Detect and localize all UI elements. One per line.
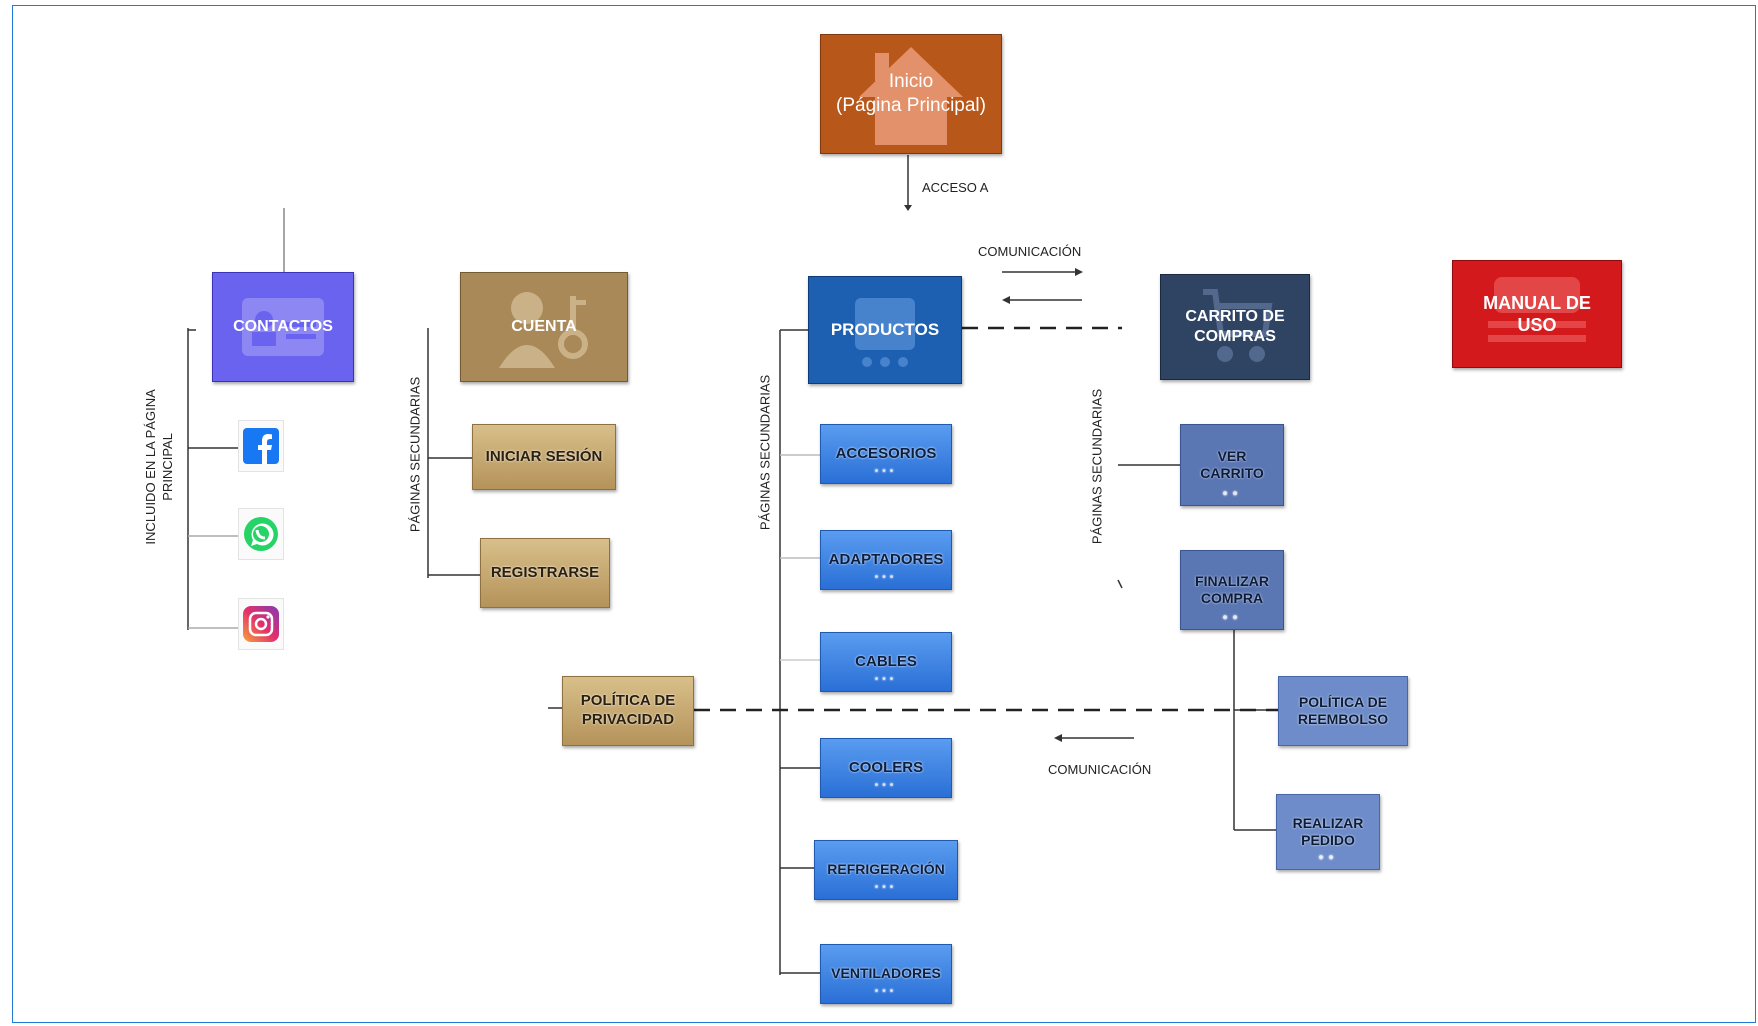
- inicio-subtitle: (Página Principal): [836, 95, 986, 116]
- finalizar-compra-label: FINALIZAR COMPRA: [1195, 572, 1269, 607]
- incluido-label: INCLUIDO EN LA PÁGINA PRINCIPAL: [143, 389, 175, 545]
- house-icon: [859, 47, 963, 145]
- adaptadores-label: ADAPTADORES: [828, 550, 944, 568]
- politica-privacidad-label: POLÍTICA DE PRIVACIDAD: [580, 692, 676, 728]
- instagram-tile[interactable]: [238, 598, 284, 650]
- manual-icon: [1488, 277, 1586, 342]
- accesorios-label: ACCESORIOS: [835, 444, 937, 462]
- realizar-pedido-node: REALIZAR PEDIDO ●●: [1276, 794, 1380, 870]
- politica-privacidad-node: POLÍTICA DE PRIVACIDAD: [562, 676, 694, 746]
- paginas-secundarias-carrito-label: PÁGINAS SECUNDARIAS: [1089, 388, 1105, 545]
- manual-node: MANUAL DE USO: [1452, 260, 1622, 368]
- accesorios-node: ACCESORIOS •••: [820, 424, 952, 484]
- paginas-secundarias-cuenta-label: PÁGINAS SECUNDARIAS: [407, 376, 423, 533]
- coolers-label: COOLERS: [848, 758, 924, 776]
- politica-reembolso-node: POLÍTICA DE REEMBOLSO: [1278, 676, 1408, 746]
- cuenta-label: CUENTA: [511, 318, 577, 335]
- coolers-node: COOLERS •••: [820, 738, 952, 798]
- ventiladores-node: VENTILADORES •••: [820, 944, 952, 1004]
- ventiladores-label: VENTILADORES: [831, 965, 941, 982]
- cuenta-node: CUENTA: [460, 272, 628, 382]
- realizar-pedido-label: REALIZAR PEDIDO: [1292, 814, 1364, 849]
- facebook-icon: [243, 428, 279, 464]
- refrigeracion-label: REFRIGERACIÓN: [827, 861, 945, 878]
- politica-reembolso-label: POLÍTICA DE REEMBOLSO: [1297, 693, 1389, 728]
- user-key-icon: [499, 292, 588, 368]
- iniciar-sesion-label: INICIAR SESIÓN: [485, 447, 603, 465]
- facebook-tile[interactable]: [238, 420, 284, 472]
- whatsapp-icon: [244, 517, 278, 551]
- acceso-label: ACCESO A: [922, 180, 989, 195]
- registrarse-node: REGISTRARSE: [480, 538, 610, 608]
- refrigeracion-node: REFRIGERACIÓN •••: [814, 840, 958, 900]
- carrito-node: CARRITO DE COMPRAS: [1160, 274, 1310, 380]
- instagram-icon: [243, 606, 279, 642]
- carrito-label: CARRITO DE COMPRAS: [1185, 308, 1285, 345]
- diagram-frame: [12, 5, 1756, 1023]
- manual-label: MANUAL DE USO: [1483, 292, 1591, 336]
- contactos-label: CONTACTOS: [233, 318, 333, 335]
- ver-carrito-label: VER CARRITO: [1200, 447, 1264, 482]
- productos-label: PRODUCTOS: [830, 320, 940, 340]
- box-icon: [855, 298, 915, 367]
- paginas-secundarias-productos-label: PÁGINAS SECUNDARIAS: [757, 374, 773, 531]
- comunicacion-top-label: COMUNICACIÓN: [978, 244, 1082, 259]
- cables-label: CABLES: [855, 652, 917, 670]
- comunicacion-bottom-label: COMUNICACIÓN: [1048, 762, 1152, 777]
- iniciar-sesion-node: INICIAR SESIÓN: [472, 424, 616, 490]
- inicio-title: Inicio: [888, 71, 934, 93]
- productos-node: PRODUCTOS: [808, 276, 962, 384]
- cables-node: CABLES •••: [820, 632, 952, 692]
- ver-carrito-node: VER CARRITO ●●: [1180, 424, 1284, 506]
- inicio-node: Inicio (Página Principal): [820, 34, 1002, 154]
- whatsapp-tile[interactable]: [238, 508, 284, 560]
- registrarse-label: REGISTRARSE: [490, 563, 600, 581]
- finalizar-compra-node: FINALIZAR COMPRA ●●: [1180, 550, 1284, 630]
- cart-icon: [1203, 289, 1273, 362]
- contact-card-icon: [242, 298, 324, 356]
- contactos-node: CONTACTOS: [212, 272, 354, 382]
- adaptadores-node: ADAPTADORES •••: [820, 530, 952, 590]
